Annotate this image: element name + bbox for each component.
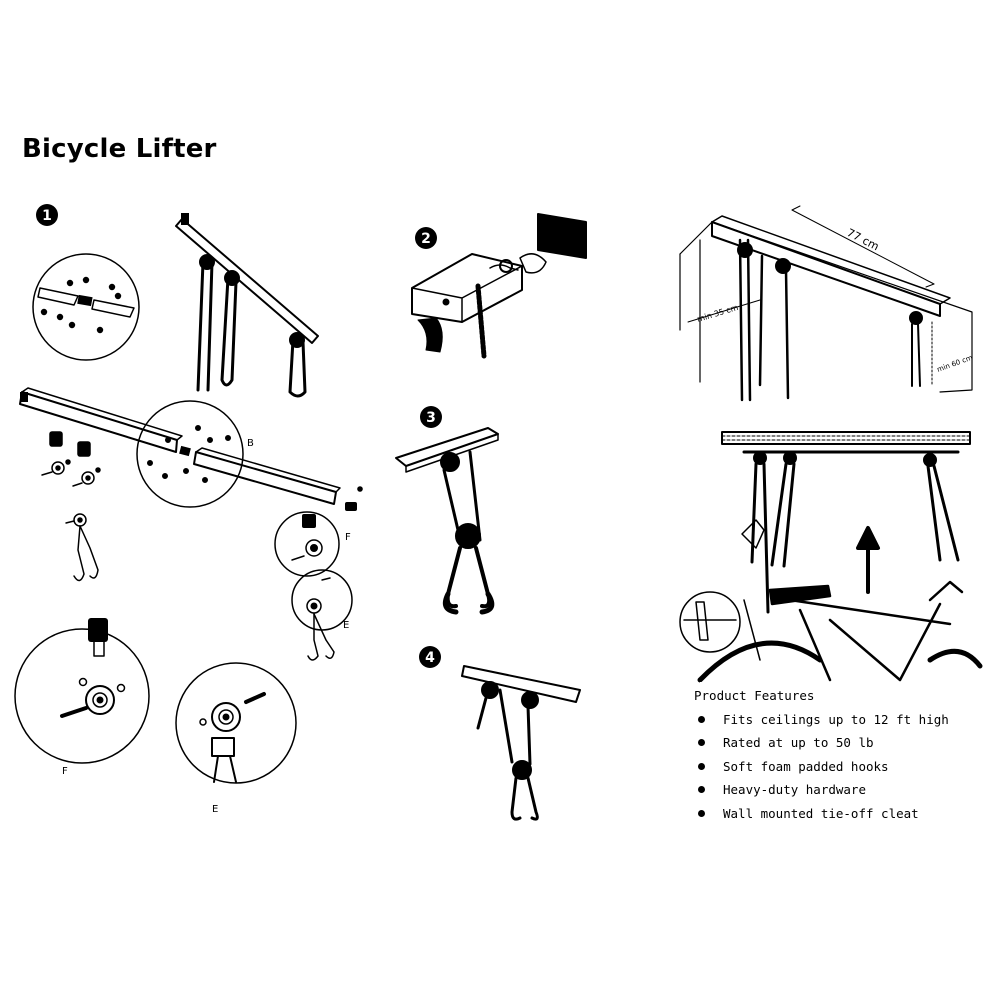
step-1-badge: 1 — [36, 204, 58, 226]
bullet-icon — [698, 786, 705, 794]
e-detail-circle: E — [175, 662, 297, 815]
feature-item: Rated at up to 50 lb — [694, 734, 949, 757]
bullet-icon — [698, 809, 705, 817]
product-features: Product Features Fits ceilings up to 12 … — [694, 688, 949, 828]
callout-e: E — [212, 804, 218, 815]
bullet-icon — [698, 739, 705, 747]
bullet-icon — [698, 716, 705, 723]
callout-e-side: E — [343, 620, 349, 631]
cleat-mount-diagram — [411, 213, 587, 359]
callout-b: B — [247, 438, 254, 449]
feature-text: Soft foam padded hooks — [723, 758, 889, 774]
lift-arrow-icon — [856, 526, 880, 594]
pulley-hardware-left — [41, 431, 101, 582]
feature-item: Fits ceilings up to 12 ft high — [694, 711, 949, 734]
step-2-badge: 2 — [415, 227, 437, 249]
step-2-number: 2 — [421, 231, 431, 247]
b-detail-circle: B — [136, 400, 254, 508]
ceiling-rail-with-straps — [175, 213, 319, 398]
f-detail-circle-side: F — [274, 511, 351, 577]
callout-f: F — [62, 766, 68, 777]
product-features-heading: Product Features — [694, 688, 815, 703]
step-3-number: 3 — [426, 410, 436, 426]
feature-text: Wall mounted tie-off cleat — [723, 805, 919, 821]
feature-text: Heavy-duty hardware — [723, 782, 866, 798]
bicycle-icon — [697, 580, 983, 683]
e-detail-circle-side: E — [291, 569, 353, 661]
hand-icon — [741, 519, 765, 549]
dimension-depth: min 35 cm — [696, 303, 740, 324]
step-4-number: 4 — [425, 650, 435, 666]
rail-joint-detail — [32, 253, 140, 361]
dimension-height: min 60 cm — [936, 354, 974, 374]
feature-text: Rated at up to 50 lb — [723, 735, 874, 751]
pulley-assembly-step-4 — [461, 665, 581, 821]
step-4-badge: 4 — [419, 646, 441, 668]
feature-item: Soft foam padded hooks — [694, 758, 949, 781]
callout-f-side: F — [345, 532, 351, 543]
feature-item: Wall mounted tie-off cleat — [694, 805, 949, 828]
bicycle-lift-diagram — [679, 431, 990, 698]
page-title: Bicycle Lifter — [22, 134, 217, 164]
product-features-list: Fits ceilings up to 12 ft high Rated at … — [694, 711, 949, 828]
feature-text: Fits ceilings up to 12 ft high — [723, 712, 949, 727]
pulley-assembly-step-3 — [395, 427, 499, 615]
exploded-rail — [19, 387, 363, 511]
step-1-number: 1 — [42, 208, 52, 224]
f-detail-circle: F — [14, 618, 150, 777]
dimension-length: 77 cm — [845, 226, 881, 253]
feature-item: Heavy-duty hardware — [694, 781, 949, 804]
mounting-dimensions-diagram: 77 cm min 35 cm min 60 cm — [679, 205, 974, 402]
bullet-icon — [698, 762, 705, 770]
step-3-badge: 3 — [420, 406, 442, 428]
